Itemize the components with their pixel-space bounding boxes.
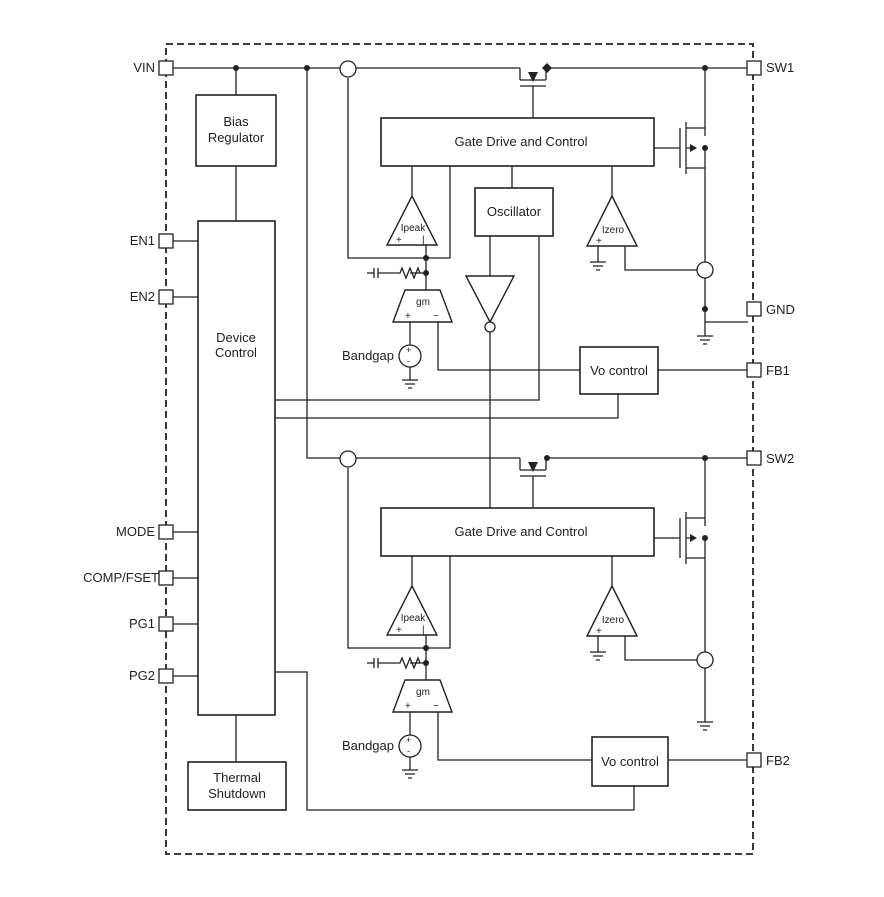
thermal-label-2: Shutdown bbox=[208, 786, 266, 801]
pin-comp-fset-label: COMP/FSET bbox=[83, 570, 159, 585]
izero2-sense-circle bbox=[696, 651, 714, 669]
vo-control-block-1 bbox=[579, 346, 659, 395]
gate-drive-label-1: Gate Drive and Control bbox=[455, 134, 588, 149]
pins bbox=[158, 60, 762, 768]
svg-text:-: - bbox=[407, 356, 410, 366]
thermal-label-1: Thermal bbox=[213, 770, 261, 785]
bandgap-label-1: Bandgap bbox=[342, 348, 394, 363]
gate-drive-label-2: Gate Drive and Control bbox=[455, 524, 588, 539]
ipeak-bar-2: | bbox=[422, 625, 425, 636]
oscillator-block bbox=[474, 187, 554, 237]
gm-amplifier-1 bbox=[391, 289, 454, 323]
high-side-switch-2 bbox=[519, 458, 547, 482]
ipeak-label-1: Ipeak bbox=[401, 223, 426, 234]
vo-control-label-2: Vo control bbox=[601, 754, 659, 769]
device-control-block bbox=[197, 220, 276, 716]
ipeak-bar-1: | bbox=[422, 235, 425, 246]
vo-control-block-2 bbox=[591, 736, 669, 787]
compensation-network-2 bbox=[367, 656, 421, 670]
ipeak1-sense-circle bbox=[339, 60, 357, 78]
izero1-sense-circle bbox=[696, 261, 714, 279]
ipeak-comparator-2 bbox=[385, 584, 439, 636]
ground-symbols bbox=[402, 261, 713, 779]
pin-gnd-label: GND bbox=[766, 302, 795, 317]
wires bbox=[173, 67, 748, 811]
pin-en1-label: EN1 bbox=[130, 233, 155, 248]
pin-fb2-label: FB2 bbox=[766, 753, 790, 768]
vo-control-label-1: Vo control bbox=[590, 363, 648, 378]
pin-sw1-label: SW1 bbox=[766, 60, 794, 75]
pin-vin-label: VIN bbox=[133, 60, 155, 75]
bias-label-1: Bias bbox=[223, 114, 249, 129]
bandgap-source-2 bbox=[398, 734, 422, 758]
inverter-bubble bbox=[484, 321, 496, 333]
pin-fb1-label: FB1 bbox=[766, 363, 790, 378]
pin-en2-label: EN2 bbox=[130, 289, 155, 304]
current-sense bbox=[339, 60, 714, 669]
oscillator-label: Oscillator bbox=[487, 204, 542, 219]
device-label-2: Control bbox=[215, 345, 257, 360]
junctions bbox=[233, 65, 708, 666]
compensation-network-1 bbox=[367, 266, 421, 280]
gm-minus-1: − bbox=[433, 311, 439, 322]
gm-label-1: gm bbox=[416, 297, 430, 308]
ic-outline bbox=[165, 43, 754, 855]
ipeak2-sense-circle bbox=[339, 450, 357, 468]
gm-plus-2: + bbox=[405, 701, 411, 712]
gm-amplifier-2 bbox=[391, 679, 454, 713]
low-side-switch-2 bbox=[679, 512, 705, 564]
svg-text:-: - bbox=[407, 746, 410, 756]
izero-plus-2: + bbox=[596, 626, 602, 637]
ipeak-plus-2: + bbox=[396, 625, 402, 636]
bandgap-label-2: Bandgap bbox=[342, 738, 394, 753]
gate-drive-block-2 bbox=[380, 507, 655, 557]
izero-label-1: Izero bbox=[602, 225, 625, 236]
low-side-switch-1 bbox=[679, 122, 705, 174]
ipeak-comparator-1 bbox=[385, 194, 439, 246]
pin-sw2-label: SW2 bbox=[766, 451, 794, 466]
svg-text:+: + bbox=[406, 735, 411, 745]
bias-label-2: Regulator bbox=[208, 130, 265, 145]
thermal-shutdown-block bbox=[187, 761, 287, 811]
pin-mode-label: MODE bbox=[116, 524, 155, 539]
izero-comparator-2 bbox=[585, 584, 639, 637]
bandgap-source-1 bbox=[398, 344, 422, 368]
pin-pg2-label: PG2 bbox=[129, 668, 155, 683]
izero-label-2: Izero bbox=[602, 615, 625, 626]
gm-plus-1: + bbox=[405, 311, 411, 322]
oscillator-inverter bbox=[464, 275, 516, 324]
izero-plus-1: + bbox=[596, 236, 602, 247]
device-label-1: Device bbox=[216, 330, 256, 345]
high-side-switch-1 bbox=[519, 63, 552, 92]
gate-drive-block-1 bbox=[380, 117, 655, 167]
bias-regulator-block bbox=[195, 94, 277, 167]
svg-text:+: + bbox=[406, 345, 411, 355]
ipeak-plus-1: + bbox=[396, 235, 402, 246]
gm-minus-2: − bbox=[433, 701, 439, 712]
ipeak-label-2: Ipeak bbox=[401, 613, 426, 624]
pin-pg1-label: PG1 bbox=[129, 616, 155, 631]
izero-comparator-1 bbox=[585, 194, 639, 247]
gm-label-2: gm bbox=[416, 687, 430, 698]
